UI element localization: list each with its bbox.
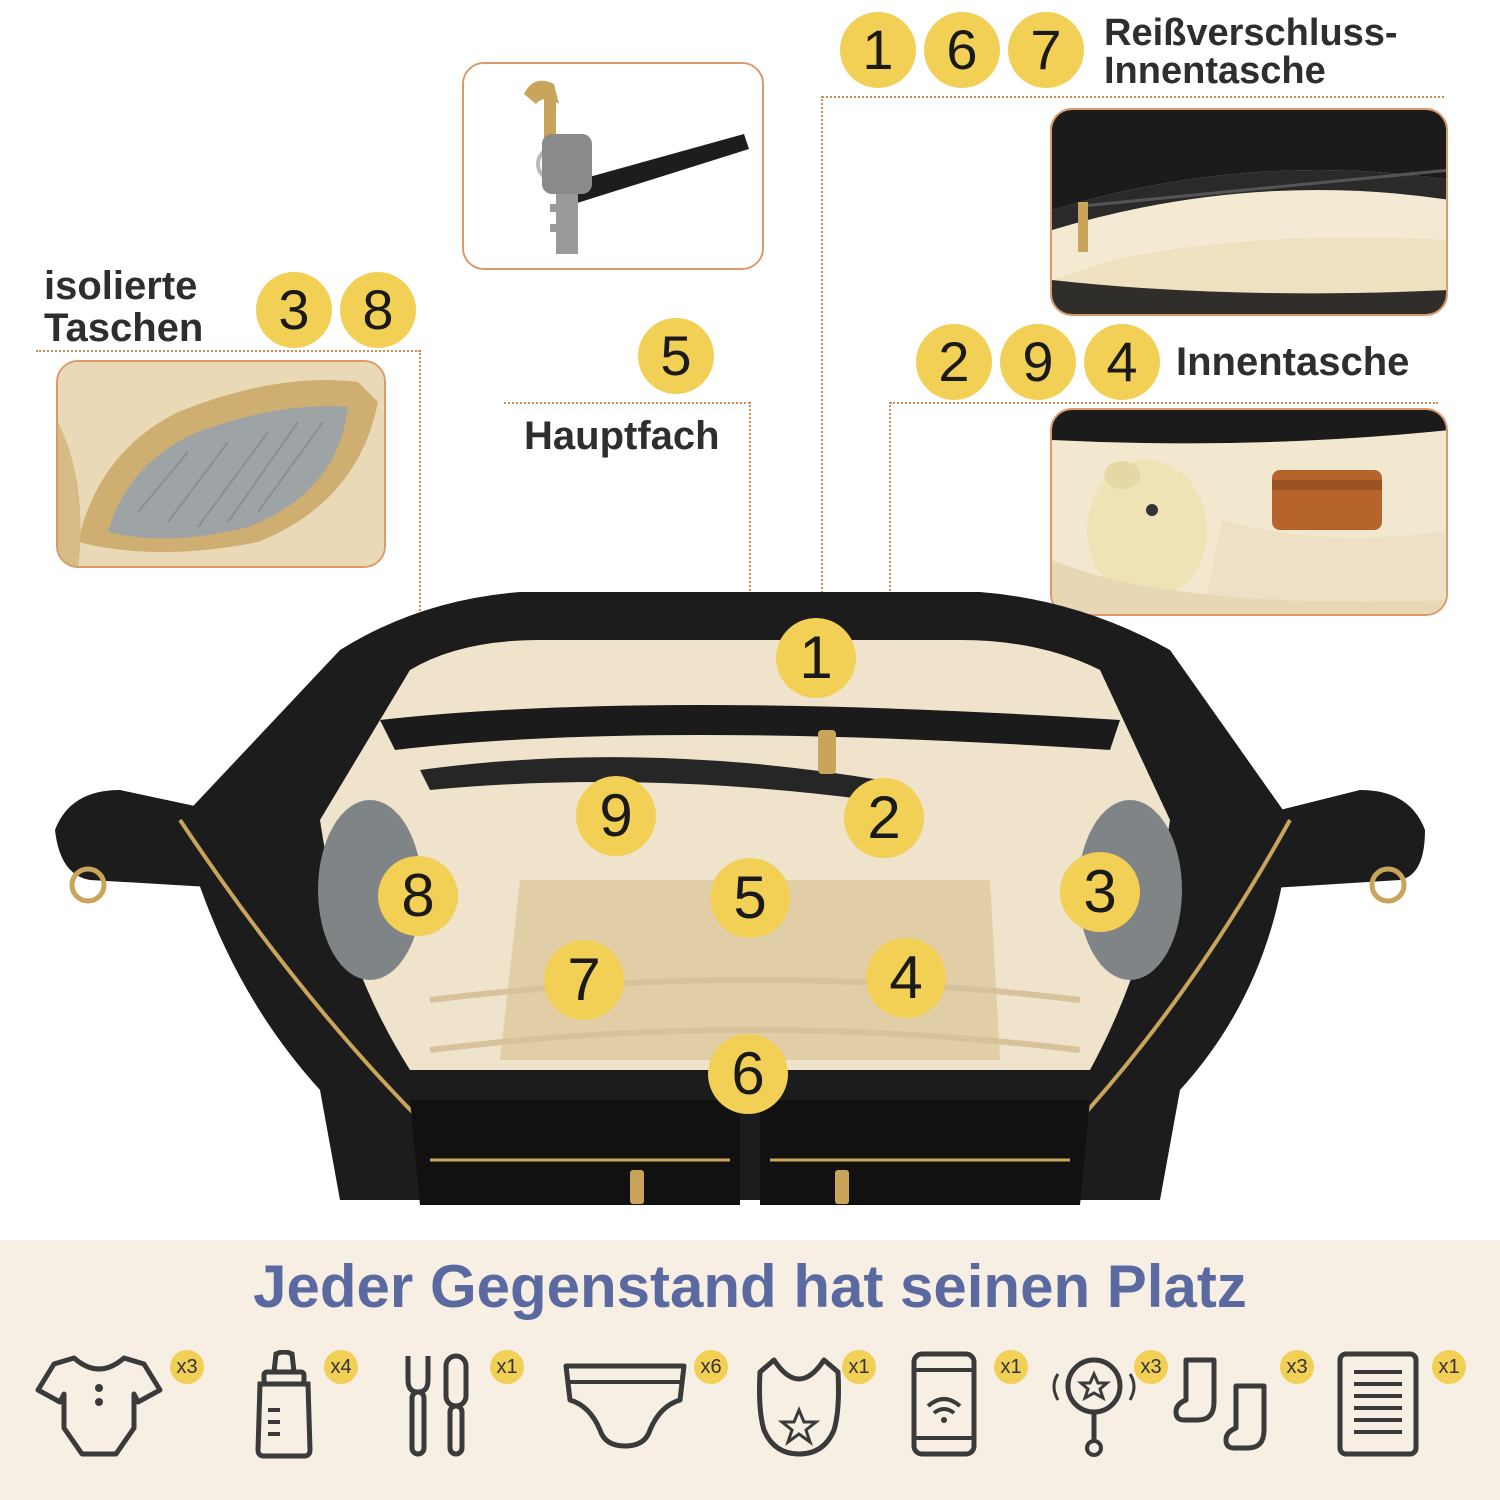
qty-badge: x6 bbox=[694, 1350, 728, 1384]
item-rattle: x3 bbox=[1044, 1350, 1204, 1460]
item-diaper: x6 bbox=[560, 1350, 728, 1460]
badge-inner-2: 9 bbox=[1000, 324, 1076, 400]
bag-marker-6: 6 bbox=[708, 1034, 788, 1114]
phone-icon bbox=[911, 1351, 977, 1457]
item-baby-bottle: x4 bbox=[244, 1350, 404, 1460]
socks-icon bbox=[1173, 1357, 1267, 1451]
main-compartment-label: Hauptfach bbox=[524, 414, 720, 458]
inner-pocket-illustration bbox=[1052, 410, 1446, 614]
insulated-label-line2: Taschen bbox=[44, 306, 204, 350]
insulated-label: isolierte Taschen bbox=[44, 266, 203, 348]
qty-badge: x3 bbox=[170, 1350, 204, 1384]
item-phone: x1 bbox=[906, 1350, 1066, 1460]
qty-badge: x1 bbox=[1432, 1350, 1466, 1384]
contents-banner bbox=[0, 1240, 1500, 1500]
bib-icon bbox=[757, 1357, 841, 1457]
leader-line bbox=[36, 350, 420, 352]
leader-line bbox=[821, 96, 823, 616]
inner-pocket-photo bbox=[1050, 408, 1448, 616]
badge-zip-2: 6 bbox=[924, 12, 1000, 88]
bag-marker-5: 5 bbox=[710, 858, 790, 938]
leader-line bbox=[890, 402, 1438, 404]
leader-line bbox=[504, 402, 750, 404]
leader-line bbox=[419, 350, 421, 870]
bag-marker-9: 9 bbox=[576, 776, 656, 856]
zip-pocket-photo bbox=[1050, 108, 1448, 316]
item-tablet: x1 bbox=[1334, 1350, 1494, 1460]
item-bib: x1 bbox=[754, 1350, 914, 1460]
item-cutlery: x1 bbox=[398, 1350, 558, 1460]
leader-line bbox=[822, 96, 1444, 98]
qty-badge: x3 bbox=[1134, 1350, 1168, 1384]
badge-inner-1: 2 bbox=[916, 324, 992, 400]
zip-pocket-illustration bbox=[1052, 110, 1446, 314]
bag-marker-3: 3 bbox=[1060, 852, 1140, 932]
diaper-icon bbox=[563, 1363, 687, 1449]
key-clip-illustration bbox=[464, 64, 762, 268]
insulated-pocket-photo bbox=[56, 360, 386, 568]
bag-marker-4: 4 bbox=[866, 938, 946, 1018]
zip-pocket-label-line1: Reißverschluss- bbox=[1104, 12, 1398, 54]
headline: Jeder Gegenstand hat seinen Platz bbox=[253, 1253, 1247, 1320]
bag-marker-2: 2 bbox=[844, 778, 924, 858]
badge-main: 5 bbox=[638, 318, 714, 394]
qty-badge: x1 bbox=[490, 1350, 524, 1384]
onesie-icon bbox=[35, 1355, 163, 1457]
insulated-pocket-illustration bbox=[58, 362, 384, 566]
badge-insulated-2: 8 bbox=[340, 272, 416, 348]
qty-badge: x1 bbox=[842, 1350, 876, 1384]
inner-pocket-label: Innentasche bbox=[1176, 340, 1410, 384]
insulated-label-line1: isolierte bbox=[44, 264, 198, 308]
bag-marker-8: 8 bbox=[378, 856, 458, 936]
zip-pocket-label-line2: Innentasche bbox=[1104, 50, 1326, 92]
cutlery-icon bbox=[405, 1353, 469, 1457]
rattle-icon bbox=[1052, 1357, 1136, 1457]
qty-badge: x4 bbox=[324, 1350, 358, 1384]
item-onesie: x3 bbox=[34, 1350, 204, 1460]
qty-badge: x1 bbox=[994, 1350, 1028, 1384]
bag-marker-1: 1 bbox=[776, 618, 856, 698]
badge-inner-3: 4 bbox=[1084, 324, 1160, 400]
bag-marker-7: 7 bbox=[544, 940, 624, 1020]
zip-pocket-label: Reißverschluss- Innentasche bbox=[1104, 14, 1398, 90]
baby-bottle-icon bbox=[255, 1350, 313, 1459]
badge-insulated-1: 3 bbox=[256, 272, 332, 348]
qty-badge: x3 bbox=[1280, 1350, 1314, 1384]
badge-zip-3: 7 bbox=[1008, 12, 1084, 88]
item-socks: x3 bbox=[1172, 1350, 1332, 1460]
key-clip-photo bbox=[462, 62, 764, 270]
badge-zip-1: 1 bbox=[840, 12, 916, 88]
tablet-icon bbox=[1337, 1351, 1419, 1457]
